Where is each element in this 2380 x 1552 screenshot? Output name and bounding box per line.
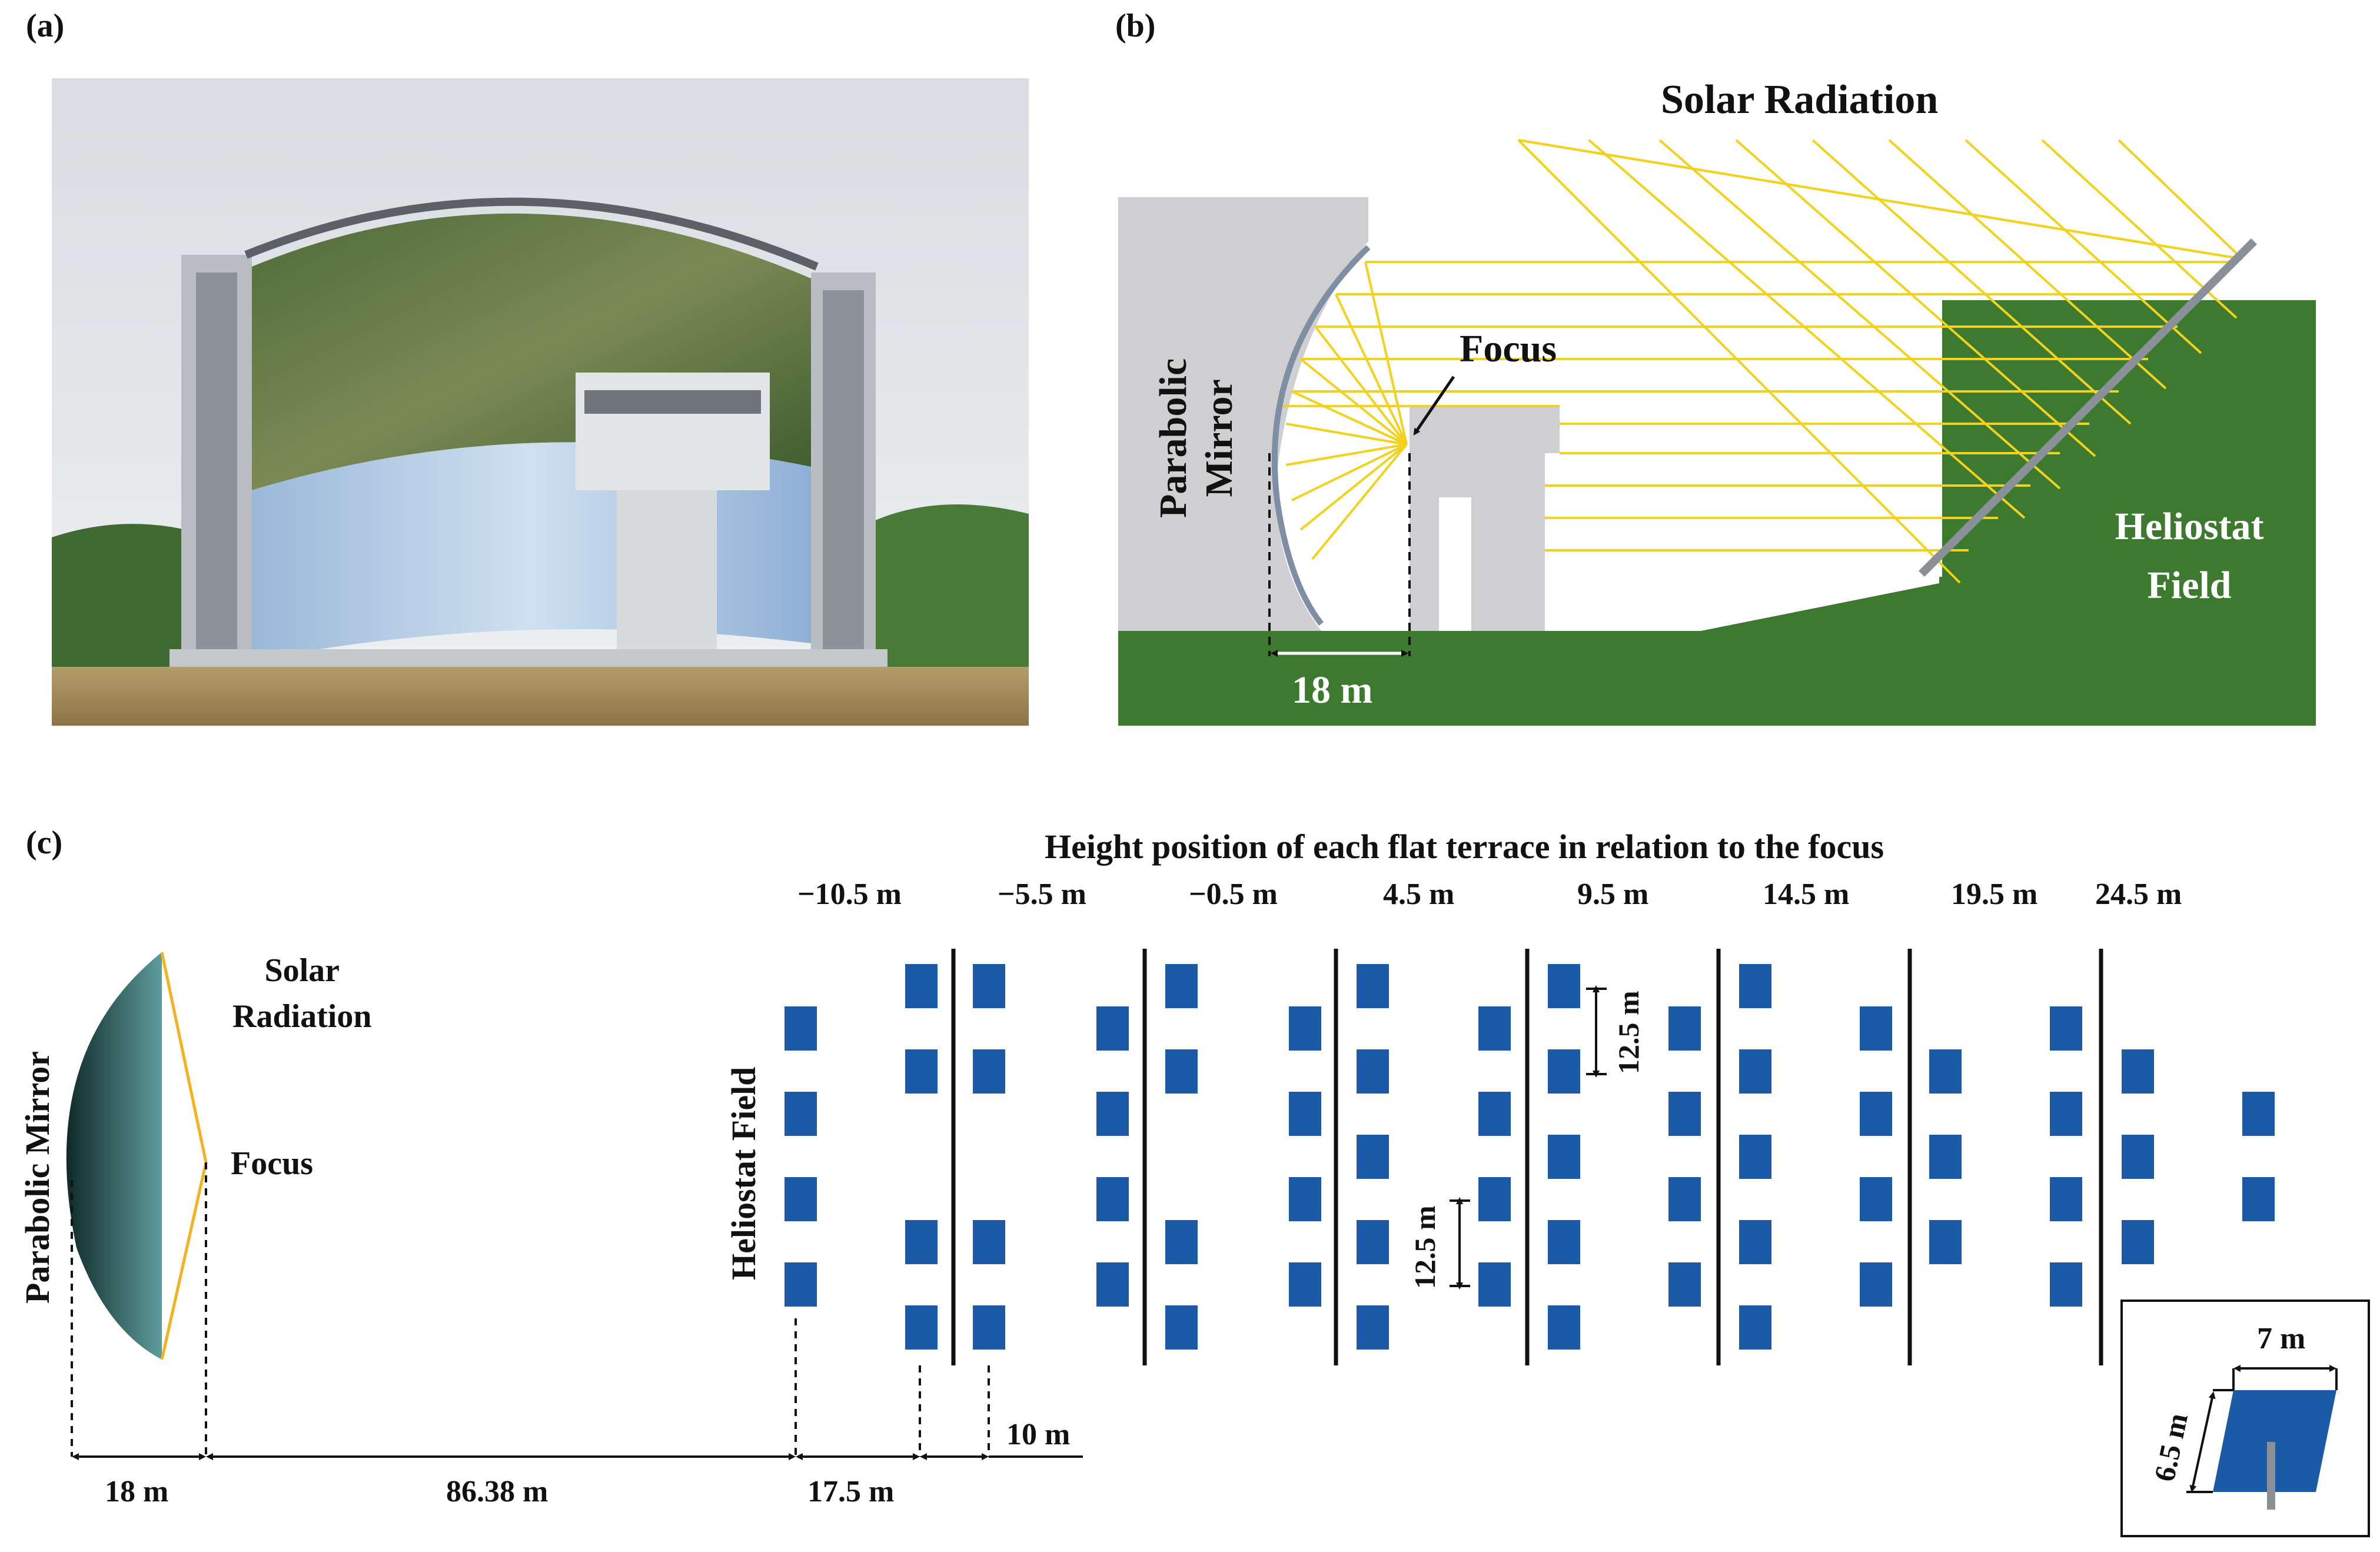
solar-radiation-label-c: Solar Radiation (232, 948, 372, 1039)
heliostat-field-label-b-line1: Heliostat (2115, 505, 2264, 548)
heliostat-grid (785, 964, 2275, 1350)
heliostat-staircase (1939, 300, 2213, 594)
inset-height-arrow (2189, 1391, 2216, 1493)
solar-radiation-label: Solar Radiation (1661, 77, 1939, 122)
solar-rays (1283, 139, 2243, 584)
terrace-height-5: 9.5 m (1577, 878, 1649, 911)
dimension-label-18m: 18 m (105, 1475, 169, 1508)
heliostat-post (2267, 1442, 2275, 1510)
ground (1118, 300, 2316, 726)
solar-radiation-label-c-line1: Solar (264, 952, 340, 989)
focus-label-c: Focus (231, 1145, 313, 1182)
parabolic-mirror-arc (1271, 245, 1371, 626)
terrace-height-1: −10.5 m (797, 878, 902, 911)
inset-width-label: 7 m (2257, 1322, 2306, 1355)
heliostat-panel (2213, 1390, 2336, 1492)
mirror-building (1118, 197, 1368, 631)
panel-c-diagram (66, 949, 2370, 1537)
spacing-label-lower: 12.5 m (1408, 1205, 1441, 1289)
terrace-height-6: 14.5 m (1763, 878, 1850, 911)
terrace-height-7: 19.5 m (1951, 878, 2038, 911)
parabolic-mirror-label: Parabolic Mirror (1151, 358, 1242, 518)
heliostat-field-label-b-line2: Field (2147, 564, 2232, 607)
radiation-lines (160, 952, 208, 1360)
distance-label-b: 18 m (1292, 669, 1373, 712)
focus-tower (1410, 406, 1560, 631)
terrace-height-2: −5.5 m (998, 878, 1086, 911)
spacing-label-upper: 12.5 m (1612, 991, 1645, 1074)
terrace-height-8: 24.5 m (2095, 878, 2182, 911)
heliostat-mirror-line (1919, 238, 2257, 577)
solar-furnace-photo (52, 78, 1029, 726)
dimension-label-17-5m: 17.5 m (807, 1475, 895, 1508)
solar-radiation-label-c-line2: Radiation (232, 998, 372, 1035)
parabolic-mirror-label-c: Parabolic Mirror (18, 1051, 56, 1304)
panel-label-c: (c) (26, 825, 63, 861)
terrace-height-3: −0.5 m (1189, 878, 1278, 911)
parabolic-mirror-label-line1: Parabolic (1152, 358, 1195, 518)
terrace-title: Height position of each flat terrace in … (1045, 827, 1884, 866)
panel-b-diagram (1118, 139, 2316, 726)
terrace-height-4: 4.5 m (1383, 878, 1455, 911)
panel-label-b: (b) (1115, 8, 1156, 44)
heliostat-field-label-c: Heliostat Field (724, 1066, 763, 1280)
parabolic-mirror-shape (66, 952, 162, 1360)
dimension-label-86m: 86.38 m (446, 1475, 549, 1508)
focus-label-b: Focus (1460, 327, 1557, 370)
panel-label-a: (a) (26, 8, 65, 44)
dimension-label-10m: 10 m (1006, 1418, 1071, 1451)
terrace-dividers (951, 949, 2103, 1365)
focus-pointer (1413, 375, 1455, 436)
parabolic-mirror-label-line2: Mirror (1198, 379, 1241, 497)
heliostat-field-label-b: Heliostat Field (2083, 497, 2295, 615)
